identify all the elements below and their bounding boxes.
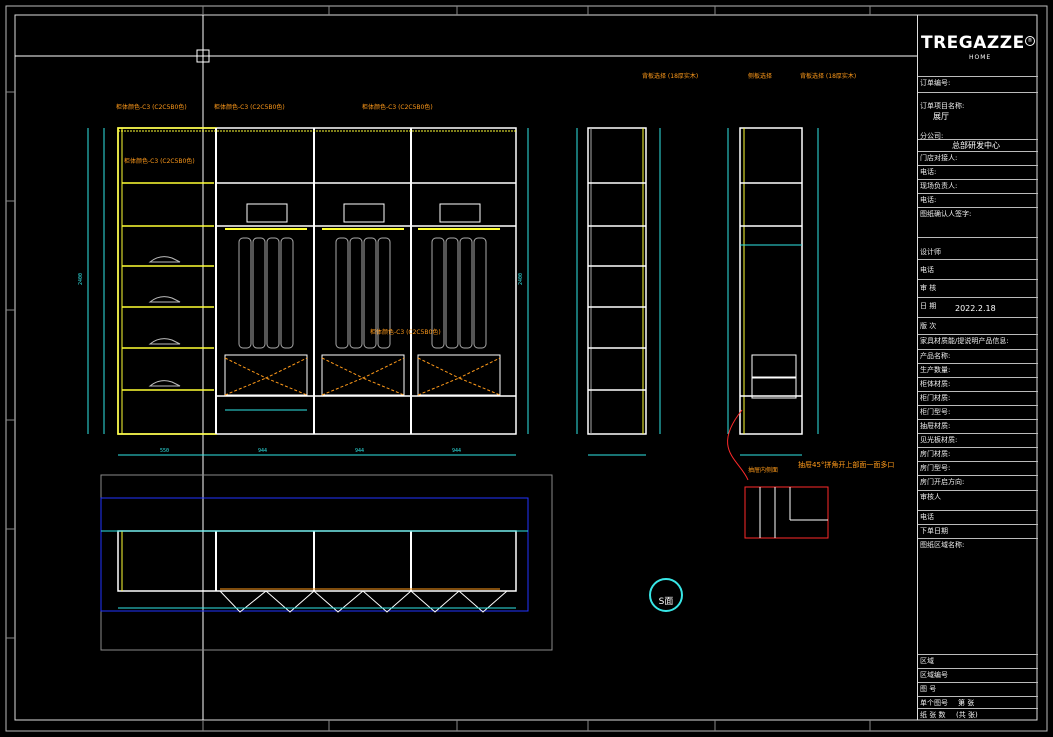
phone4-label: 电话 xyxy=(920,513,934,521)
annotation-front-c: 柜体颜色-C3 (C2C5B0色) xyxy=(362,104,433,111)
door2-material-label: 房门材质: xyxy=(920,450,951,458)
review-row[interactable]: 审 核 xyxy=(918,280,1038,298)
designer-label: 设计师 xyxy=(920,248,941,256)
svg-text:2400: 2400 xyxy=(78,273,84,285)
single-fig-row[interactable]: 单个图号 第 张 xyxy=(918,697,1038,709)
annotation-side-c: 背板选择 (18厚实木) xyxy=(800,73,857,80)
fig-label: 图 号 xyxy=(920,685,937,693)
front-elevation: 2400 2400 550 944 944 944 xyxy=(78,127,529,456)
project-row[interactable]: 订单项目名称: 展厅 xyxy=(918,100,1038,140)
door-model-label: 柜门型号: xyxy=(920,408,951,416)
annotation-side-a: 背板选择 (18厚实木) xyxy=(642,73,699,80)
annotation-front-e: 柜体颜色-C3 (C2C5B0色) xyxy=(370,329,441,336)
reviewer-row[interactable]: 审核人 xyxy=(918,491,1038,511)
side-section-right xyxy=(727,127,829,539)
side-section-left xyxy=(576,127,661,456)
drawer-material-row[interactable]: 抽屉材质: xyxy=(918,420,1038,434)
phone2-row[interactable]: 电话: xyxy=(918,194,1038,208)
store-contact-row[interactable]: 门店对接人: xyxy=(918,152,1038,166)
phone1-row[interactable]: 电话: xyxy=(918,166,1038,180)
glass-material-row[interactable]: 见光板材质: xyxy=(918,434,1038,448)
svg-text:944: 944 xyxy=(355,448,364,454)
store-contact-label: 门店对接人: xyxy=(920,154,958,162)
order-date-label: 下单日期 xyxy=(920,527,948,535)
svg-text:944: 944 xyxy=(258,448,267,454)
single-fig-value: 第 张 xyxy=(958,699,975,707)
order-no-label: 订单编号: xyxy=(920,79,951,87)
reviewer-label: 审核人 xyxy=(920,493,941,501)
annotation-front-b: 柜体颜色-C3 (C2C5B0色) xyxy=(214,104,285,111)
door2-model-label: 房门型号: xyxy=(920,464,951,472)
branch-row[interactable]: 分公司: 总部研发中心 xyxy=(918,130,1038,152)
phone1-label: 电话: xyxy=(920,168,937,176)
project-label: 订单项目名称: xyxy=(920,102,965,110)
door-open-label: 房门开启方向: xyxy=(920,478,965,486)
phone4-row[interactable]: 电话 xyxy=(918,511,1038,525)
door-open-row[interactable]: 房门开启方向: xyxy=(918,476,1038,491)
svg-text:550: 550 xyxy=(160,448,169,454)
order-date-row[interactable]: 下单日期 xyxy=(918,525,1038,539)
date-value: 2022.2.18 xyxy=(955,304,996,313)
date-label: 日 期 xyxy=(920,302,937,310)
annotation-side-b: 侧板选择 xyxy=(748,73,773,80)
annotation-detail: 抽屉内侧面 xyxy=(748,467,779,474)
product-name-label: 产品名称: xyxy=(920,352,951,360)
zone-label: 区域 xyxy=(920,657,934,665)
door2-model-row[interactable]: 房门型号: xyxy=(918,462,1038,476)
total-value: (共 张) xyxy=(956,711,978,719)
door-material-row[interactable]: 柜门材质: xyxy=(918,392,1038,406)
total-row[interactable]: 纸 张 数 (共 张) xyxy=(918,709,1038,720)
fig-row[interactable]: 图 号 xyxy=(918,683,1038,697)
review-label: 审 核 xyxy=(920,284,937,292)
drawer-material-label: 抽屉材质: xyxy=(920,422,951,430)
plan-view xyxy=(100,474,553,651)
svg-text:2400: 2400 xyxy=(518,273,524,285)
branch-label: 分公司: xyxy=(920,132,944,140)
total-label: 纸 张 数 xyxy=(920,711,946,719)
date-row[interactable]: 日 期 2022.2.18 xyxy=(918,298,1038,318)
zone-no-row[interactable]: 区域编号 xyxy=(918,669,1038,683)
annotation-45-note: 抽屉45°拼角开上部面一面多口 xyxy=(798,461,895,469)
drawing-name-row[interactable]: 图纸区域名称: xyxy=(918,539,1038,655)
confirm-label: 图纸确认人签字: xyxy=(920,210,972,218)
door-model-row[interactable]: 柜门型号: xyxy=(918,406,1038,420)
phone3-row[interactable]: 电话 xyxy=(918,260,1038,280)
body-material-row[interactable]: 柜体材质: xyxy=(918,378,1038,392)
brand-tagline: HOME xyxy=(969,54,992,61)
project-value: 展厅 xyxy=(933,112,949,121)
door2-material-row[interactable]: 房门材质: xyxy=(918,448,1038,462)
order-no-row[interactable]: 订单编号: xyxy=(918,76,1038,93)
info-label: 家具材质能/提说明产品信息: xyxy=(920,337,1009,345)
site-manager-row[interactable]: 现场负责人: xyxy=(918,180,1038,194)
drawing-name-label: 图纸区域名称: xyxy=(920,541,965,549)
confirm-row[interactable]: 图纸确认人签字: xyxy=(918,208,1038,238)
qty-row[interactable]: 生产数量: xyxy=(918,364,1038,378)
designer-row[interactable]: 设计师 xyxy=(918,238,1038,260)
body-material-label: 柜体材质: xyxy=(920,380,951,388)
branch-value: 总部研发中心 xyxy=(952,141,1000,150)
zone-no-label: 区域编号 xyxy=(920,671,948,679)
s-face-marker[interactable]: S面 xyxy=(649,578,683,612)
version-row[interactable]: 版 次 xyxy=(918,318,1038,335)
brand-logo: TREGAZZE xyxy=(921,33,1025,53)
title-block: 订单编号: 订单项目名称: 展厅 分公司: 总部研发中心 门店对接人: 电话: … xyxy=(917,15,1038,720)
info-row: 家具材质能/提说明产品信息: xyxy=(918,335,1038,350)
door-material-label: 柜门材质: xyxy=(920,394,951,402)
zone-row[interactable]: 区域 xyxy=(918,655,1038,669)
annotation-front-a: 柜体颜色-C3 (C2C5B0色) xyxy=(116,104,187,111)
single-fig-label: 单个图号 xyxy=(920,699,948,707)
site-manager-label: 现场负责人: xyxy=(920,182,958,190)
crosshair-cursor xyxy=(15,15,917,720)
product-name-row[interactable]: 产品名称: xyxy=(918,350,1038,364)
glass-material-label: 见光板材质: xyxy=(920,436,958,444)
annotation-front-d: 柜体颜色-C3 (C2C5B0色) xyxy=(124,158,195,165)
registered-mark: ® xyxy=(1025,36,1035,46)
svg-text:944: 944 xyxy=(452,448,461,454)
version-label: 版 次 xyxy=(920,322,937,330)
qty-label: 生产数量: xyxy=(920,366,951,374)
phone3-label: 电话 xyxy=(920,266,934,274)
phone2-label: 电话: xyxy=(920,196,937,204)
